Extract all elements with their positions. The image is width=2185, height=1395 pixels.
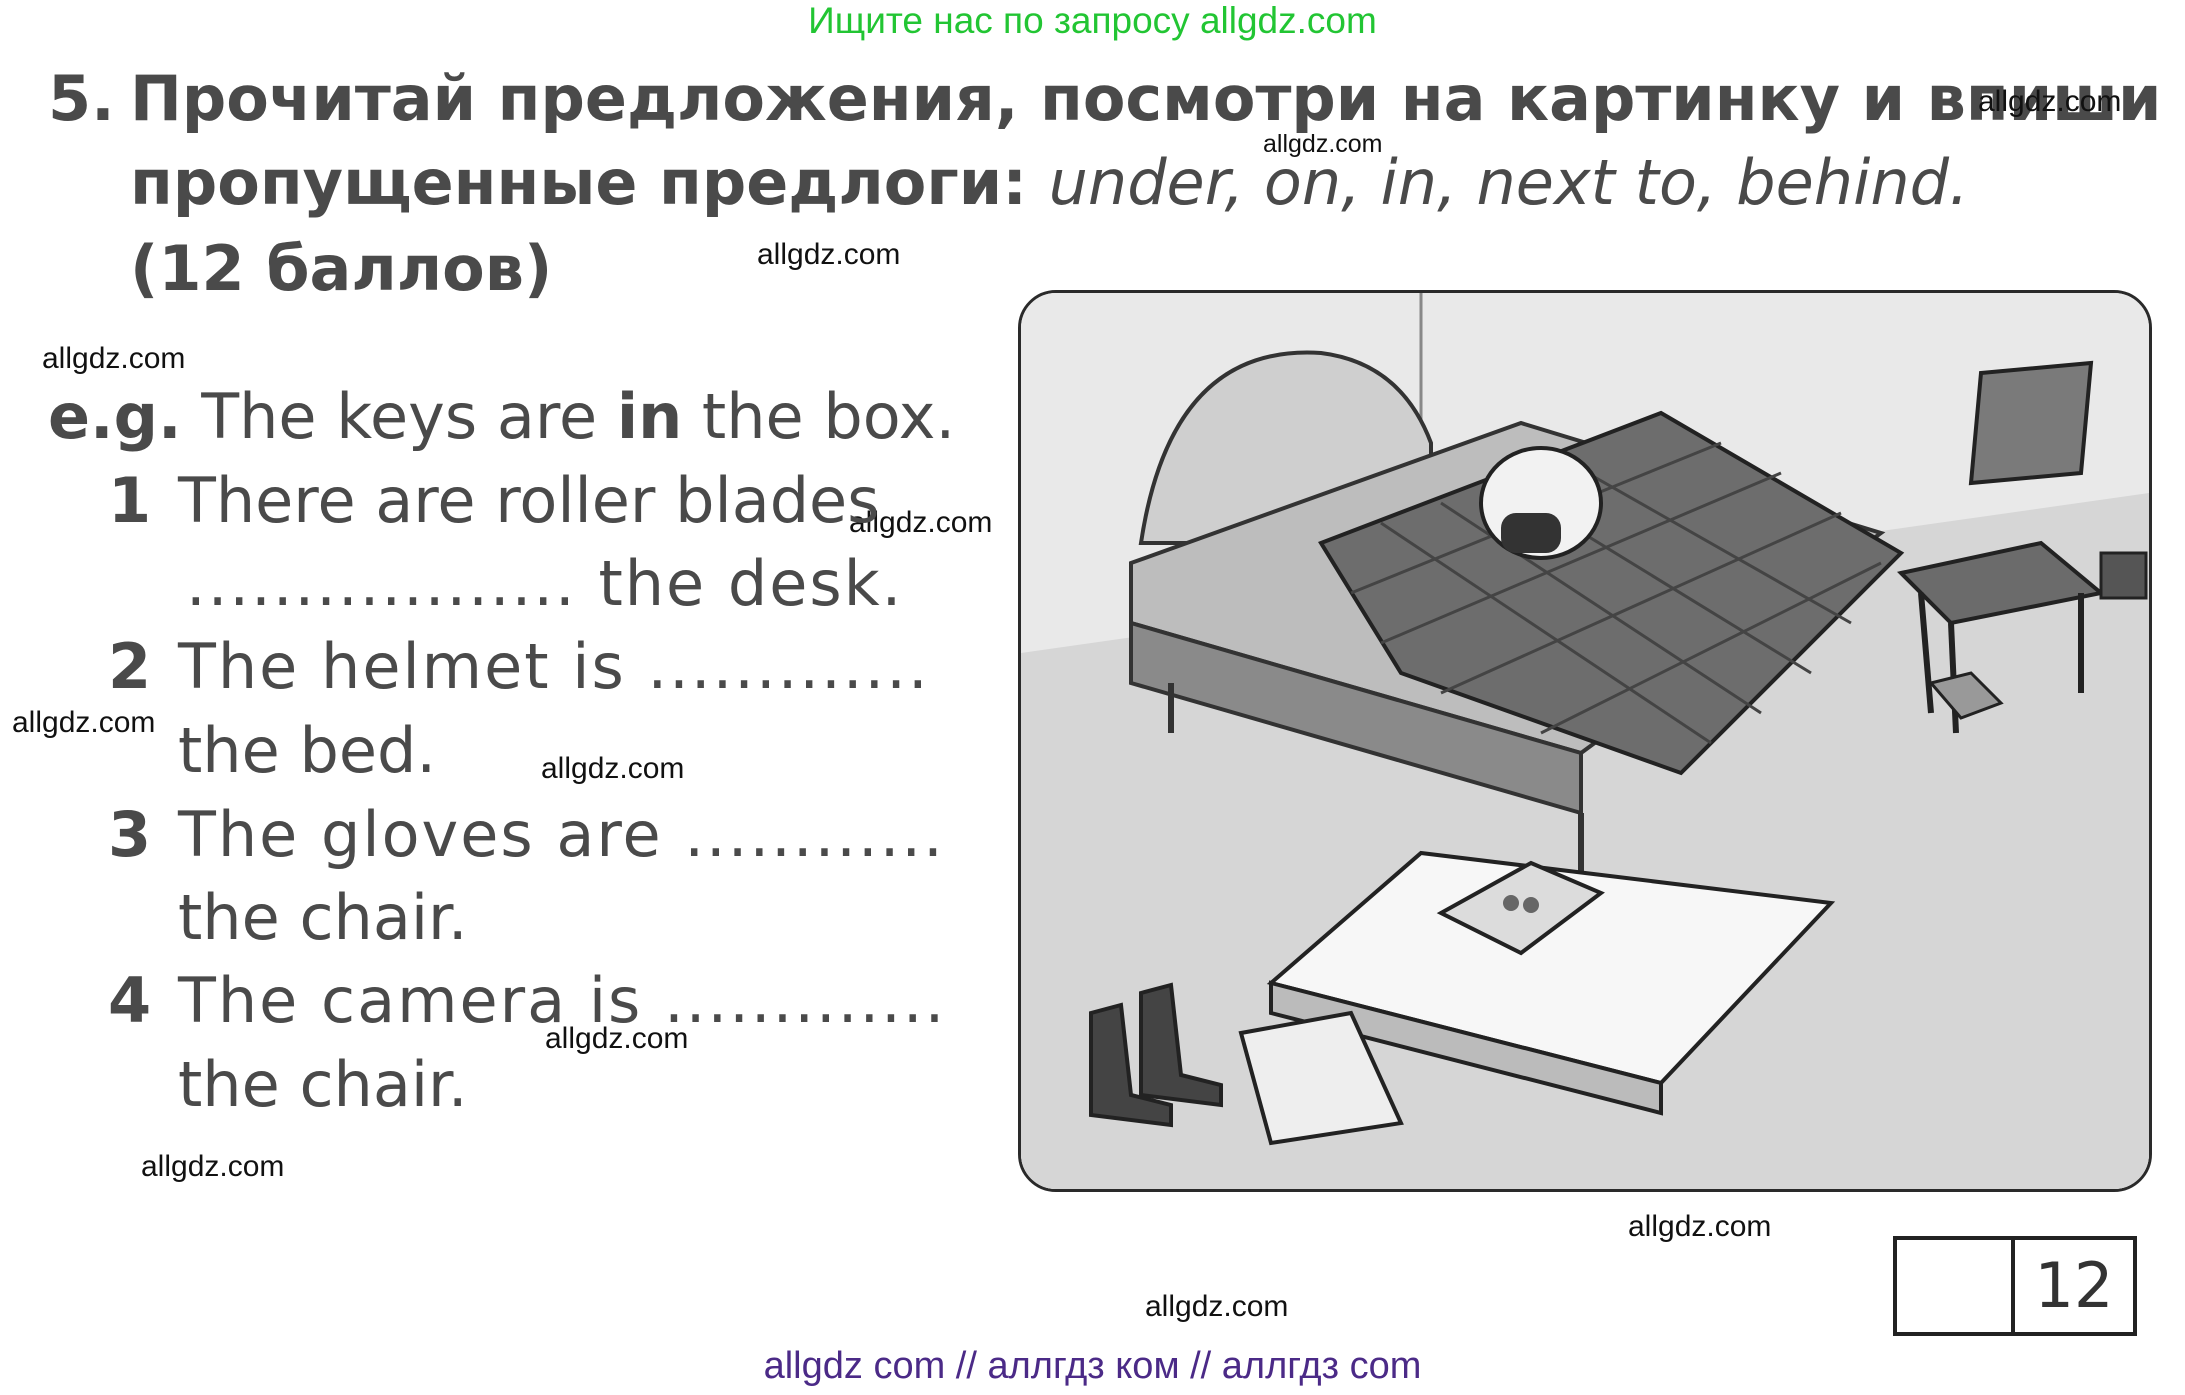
watermark: allgdz.com: [42, 342, 186, 375]
item-line: the chair.: [178, 881, 468, 954]
watermark: allgdz.com: [12, 706, 156, 739]
item-line-blank[interactable]: The gloves are ............: [178, 798, 945, 871]
bedroom-illustration: [1018, 290, 2152, 1192]
watermark: allgdz.com: [849, 506, 993, 539]
item-line-blank[interactable]: .................. the desk.: [186, 547, 904, 620]
watermark: allgdz.com: [541, 752, 685, 785]
footer-text[interactable]: allgdz com // аллгдз ком // аллгдз com: [763, 1345, 1422, 1387]
example-sentence: e.g. The keys are in the box.: [48, 380, 955, 453]
task-instruction-line2-bold: пропущенные предлоги:: [130, 146, 1028, 219]
watermark: allgdz.com: [1628, 1210, 1772, 1243]
example-answer: in: [616, 380, 683, 453]
item-line-blank[interactable]: The camera is .............: [178, 964, 947, 1037]
example-before: The keys are: [201, 380, 598, 453]
top-banner-link[interactable]: Ищите нас по запросу allgdz.com: [808, 0, 1377, 41]
example-after: the box.: [701, 380, 956, 453]
item-number: 1: [108, 464, 152, 537]
chair-back: [1968, 360, 2094, 486]
example-prefix: e.g.: [48, 380, 182, 453]
watermark: allgdz.com: [545, 1022, 689, 1055]
task-instruction-line1: Прочитай предложения, посмотри на картин…: [130, 62, 2162, 135]
item-number: 2: [108, 630, 152, 703]
item-line-blank[interactable]: The helmet is .............: [178, 630, 930, 703]
watermark: allgdz.com: [1263, 130, 1383, 158]
item-line: There are roller blades: [178, 464, 880, 537]
watermark: allgdz.com: [141, 1150, 285, 1183]
desk-drawer: [1238, 1010, 1404, 1146]
roller-blades: [1089, 982, 1223, 1128]
item-number: 3: [108, 798, 152, 871]
task-number: 5.: [48, 62, 115, 135]
score-max: 12: [2034, 1249, 2114, 1322]
item-line: the bed.: [178, 714, 437, 787]
task-points: (12 баллов): [130, 232, 553, 305]
task-instruction-line2: пропущенные предлоги: under, on, in, nex…: [130, 146, 1969, 219]
prepositions-list: under, on, in, next to, behind.: [1048, 146, 1969, 219]
item-number: 4: [108, 964, 152, 1037]
gloves: [1928, 671, 2004, 720]
watermark: allgdz.com: [757, 238, 901, 271]
watermark: allgdz.com: [1145, 1290, 1289, 1323]
item-line: the chair.: [178, 1048, 468, 1121]
watermark: allgdz.com: [1978, 85, 2122, 118]
bedroom-drawing: [1021, 293, 2149, 1189]
score-empty-cell[interactable]: [1897, 1240, 2015, 1332]
camera: [2099, 551, 2148, 600]
score-box[interactable]: 12: [1893, 1236, 2137, 1336]
box: [1436, 860, 1605, 956]
